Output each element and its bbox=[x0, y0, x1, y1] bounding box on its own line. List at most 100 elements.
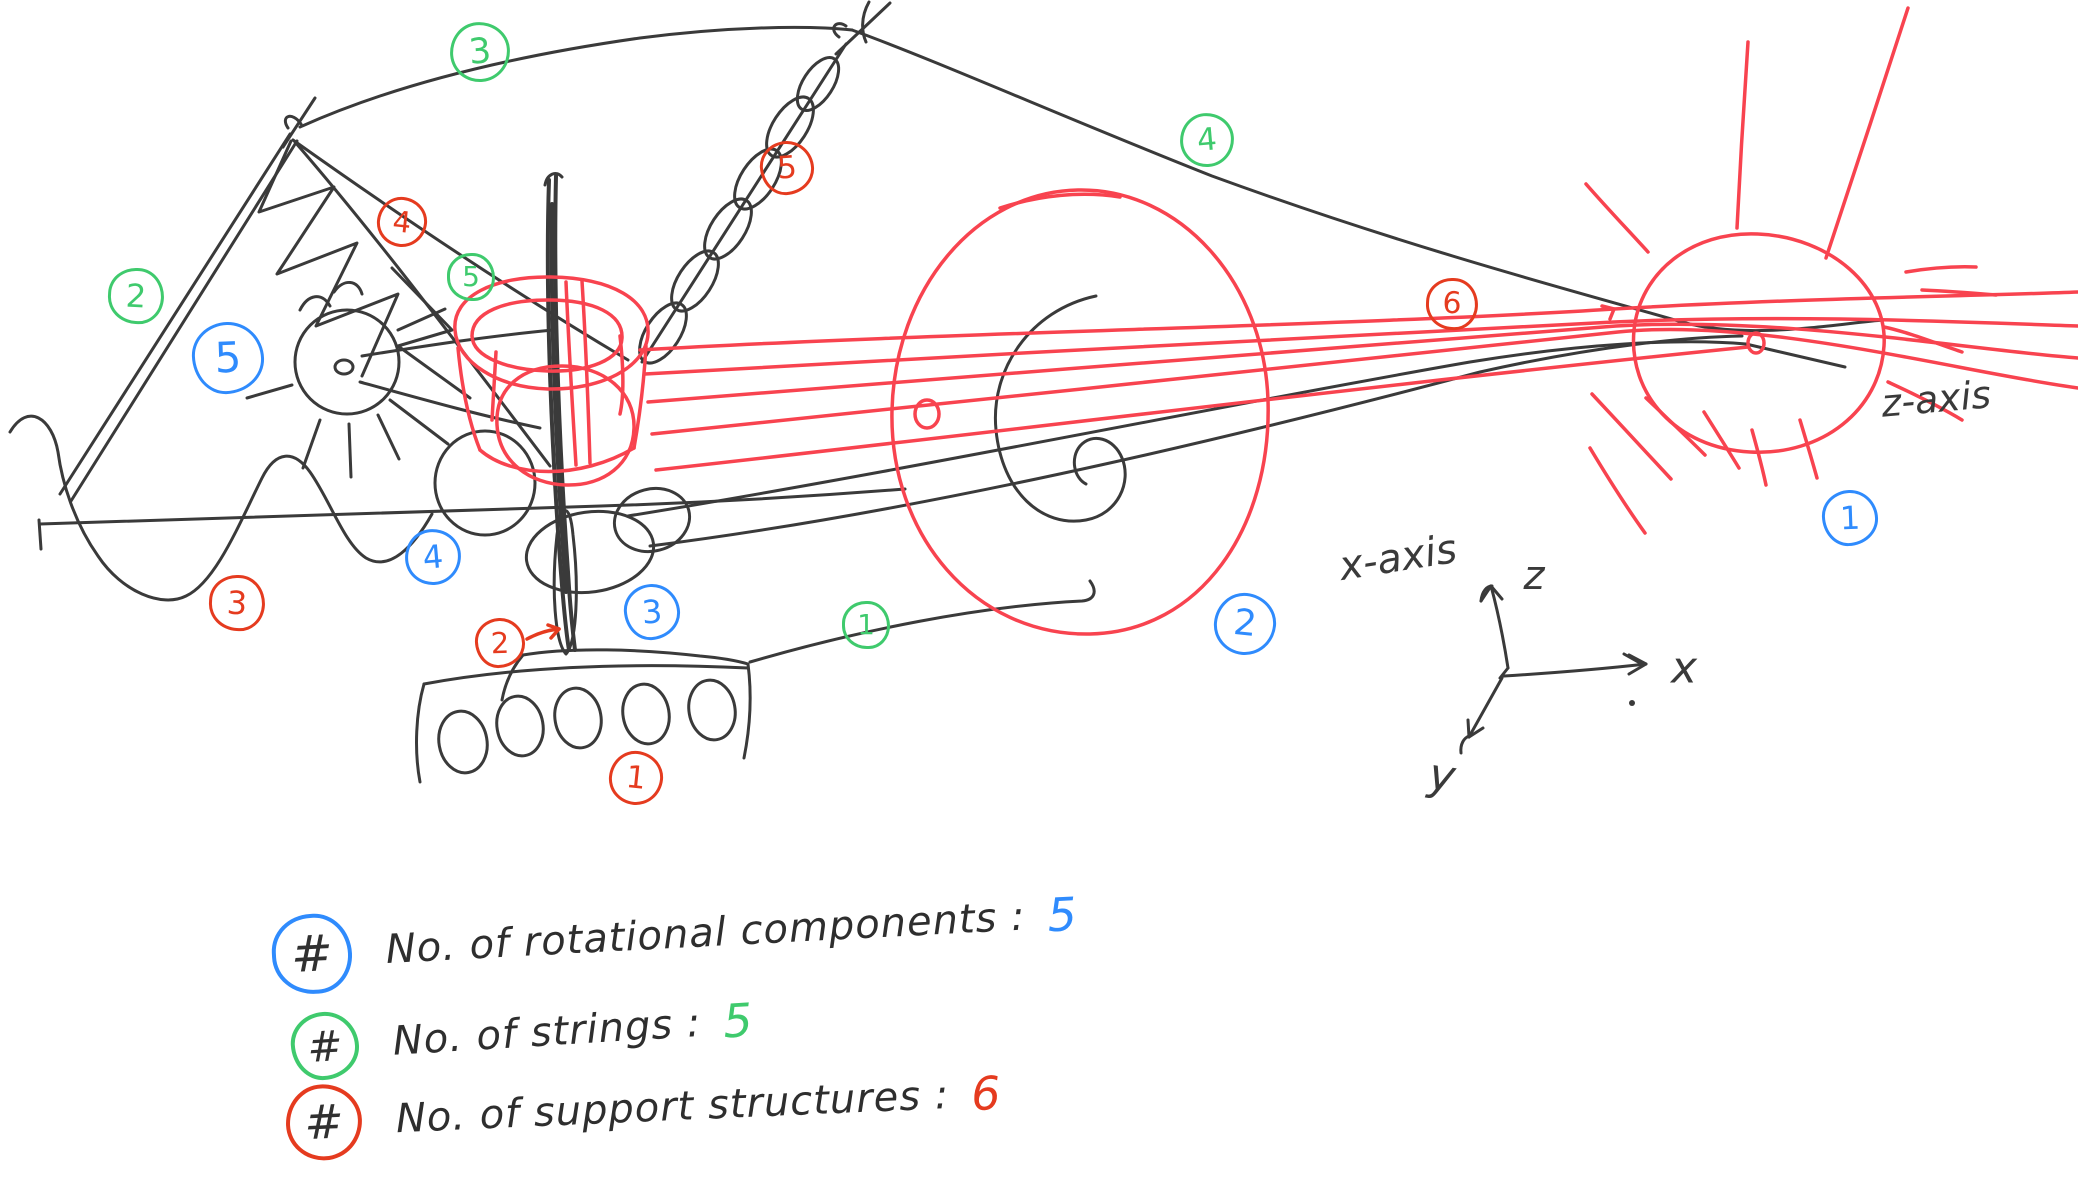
big-red-wheel-overlap bbox=[998, 192, 1122, 210]
string-line-mid bbox=[626, 340, 1847, 518]
badge-string-5: 5 bbox=[447, 253, 495, 301]
triad-x-axis bbox=[1502, 662, 1648, 678]
fan-spoke-5 bbox=[298, 295, 332, 312]
cup-left-side bbox=[456, 346, 482, 452]
legend-value-support-structures: 6 bbox=[969, 1065, 1002, 1122]
spring-loop-3 bbox=[703, 197, 753, 261]
legend-symbol-circle-red: # bbox=[284, 1082, 364, 1162]
wavy-ground-line bbox=[8, 414, 434, 602]
fan-link-upper bbox=[360, 328, 555, 358]
pole-bottom-loop bbox=[552, 509, 578, 656]
base-bar bbox=[521, 648, 750, 666]
coil-loop-2 bbox=[495, 694, 545, 758]
coil-loop-1 bbox=[437, 709, 489, 775]
apex-tick bbox=[861, 0, 871, 44]
fan-wheel-hub bbox=[333, 358, 355, 376]
cup-rim-outer bbox=[453, 275, 650, 391]
triad-x-arrowhead bbox=[1622, 652, 1648, 676]
legend-label-rotational-components: No. of rotational components : bbox=[384, 893, 1027, 974]
annotation-red-ink bbox=[525, 623, 561, 641]
red-string-1 bbox=[638, 290, 2078, 352]
cup-rim-inner bbox=[470, 298, 624, 373]
sun-ray-1 bbox=[1824, 6, 1910, 260]
apex-curl bbox=[832, 22, 848, 39]
sun-ray-3 bbox=[1584, 182, 1650, 254]
triad-z-overshoot bbox=[1479, 584, 1494, 603]
mast-line bbox=[58, 132, 292, 496]
legend-label-support-structures: No. of support structures : bbox=[394, 1072, 951, 1143]
sun-ray-12 bbox=[1590, 392, 1673, 481]
red-string-5 bbox=[654, 345, 1750, 472]
legend-symbol-circle-green: # bbox=[288, 1009, 361, 1082]
fan-link-lower bbox=[358, 380, 542, 430]
string-top-curve bbox=[298, 25, 854, 129]
support-2-pointer-arrowhead bbox=[546, 623, 561, 640]
red-string-2 bbox=[643, 316, 2078, 376]
fan-wheel bbox=[293, 308, 401, 416]
mast-curl bbox=[283, 114, 303, 130]
legend-value-strings: 5 bbox=[721, 992, 755, 1049]
fan-spoke-8 bbox=[388, 398, 450, 446]
triad-y-overshoot bbox=[1459, 734, 1471, 755]
triad-y-axis bbox=[1467, 676, 1504, 739]
big-red-wheel bbox=[890, 188, 1270, 636]
base-bar-right-end bbox=[742, 662, 752, 760]
red-string-arrowhead bbox=[1600, 304, 1616, 321]
string-line-low bbox=[748, 579, 1096, 664]
cup-bar-2 bbox=[580, 279, 592, 465]
pulley-left bbox=[433, 429, 537, 537]
sun-ray-13 bbox=[1588, 446, 1647, 535]
triad-origin-hook bbox=[1498, 666, 1510, 680]
cup-bottom bbox=[478, 446, 636, 474]
fan-spoke-7 bbox=[396, 307, 447, 332]
spring-diagonal bbox=[640, 42, 848, 364]
pole-top-fray bbox=[543, 172, 564, 187]
pole-stroke-1 bbox=[545, 178, 571, 652]
string-ring bbox=[913, 398, 941, 430]
red-ink-group bbox=[453, 6, 2078, 636]
string-line-mid-2 bbox=[648, 334, 1744, 548]
sun-ray-9 bbox=[1750, 428, 1768, 487]
coil-top-arc bbox=[422, 664, 750, 686]
triad-y-arrowhead bbox=[1466, 718, 1485, 739]
sail-diagonal-1 bbox=[291, 138, 630, 362]
coil-riser bbox=[415, 682, 426, 784]
red-string-3 bbox=[646, 322, 2078, 404]
sun-ray-6 bbox=[1882, 325, 1964, 354]
coil-loop-3 bbox=[553, 686, 603, 750]
legend-label-strings: No. of strings : bbox=[391, 999, 703, 1065]
wheel-inner-spiral bbox=[993, 294, 1127, 523]
sun-hub-center-ring bbox=[1746, 331, 1766, 355]
pole-stroke-3 bbox=[549, 202, 568, 594]
ground-tick bbox=[37, 518, 43, 551]
pulley-lower bbox=[524, 509, 656, 595]
fan-spoke-6 bbox=[332, 281, 364, 296]
sun-ray-4 bbox=[1904, 265, 1978, 274]
spring-loop-2 bbox=[670, 249, 720, 313]
coil-loop-5 bbox=[687, 678, 737, 742]
black-ink-group bbox=[8, 0, 1886, 784]
base-bar-left-end bbox=[500, 653, 525, 702]
sail-zigzag bbox=[257, 139, 400, 378]
cup-scribble-2 bbox=[618, 334, 625, 416]
sun-ray-8 bbox=[1798, 418, 1819, 480]
mast-line-2 bbox=[69, 139, 299, 503]
sun-ray-5 bbox=[1920, 288, 1998, 297]
spring-loop-5 bbox=[765, 95, 815, 159]
pole-stroke-2 bbox=[553, 174, 577, 652]
triad-z-axis bbox=[1489, 584, 1510, 670]
triad-dot bbox=[1629, 700, 1635, 706]
ground-line bbox=[38, 487, 907, 526]
badge-string-1: 1 bbox=[842, 601, 890, 649]
pulley-right bbox=[612, 486, 692, 554]
fan-spoke-1 bbox=[301, 418, 322, 470]
sun-hub bbox=[1631, 232, 1886, 454]
fan-spoke-4 bbox=[245, 383, 294, 400]
cup-lower-blob bbox=[495, 364, 636, 487]
cup-right-side bbox=[632, 344, 648, 450]
fan-spoke-2 bbox=[347, 422, 353, 479]
sun-ray-11 bbox=[1644, 396, 1707, 457]
spring-loop-4 bbox=[733, 147, 783, 211]
